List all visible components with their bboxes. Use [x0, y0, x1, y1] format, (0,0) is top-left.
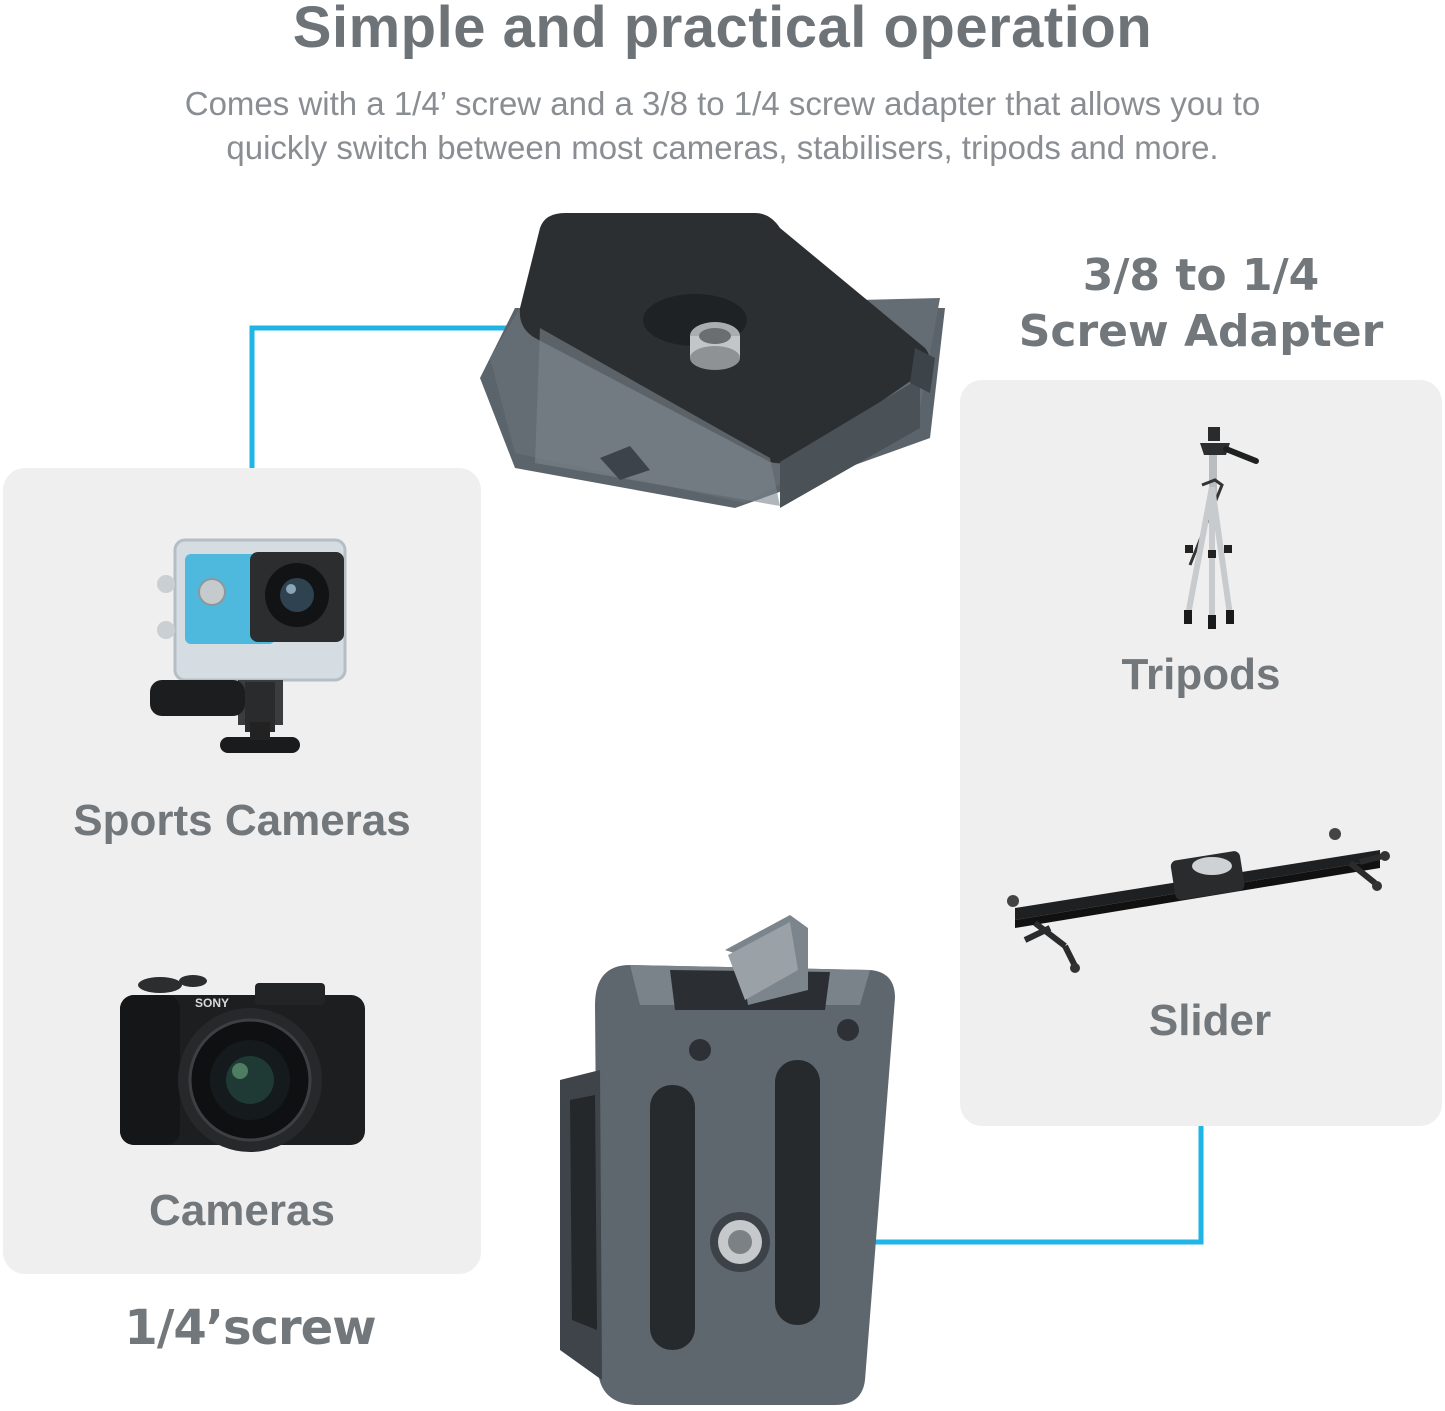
subtitle-line-2: quickly switch between most cameras, sta…: [226, 129, 1219, 166]
tripod-image: [1184, 427, 1259, 629]
page-title: Simple and practical operation: [292, 0, 1153, 60]
mirrorless-camera-image: SONY: [120, 975, 365, 1152]
screw-adapter-heading-line-1: 3/8 to 1/4: [1082, 250, 1320, 301]
camera-slider-image: [1007, 828, 1390, 973]
screw-adapter-heading: 3/8 to 1/4 Screw Adapter: [960, 248, 1442, 360]
screw-adapter-heading-line-2: Screw Adapter: [1018, 306, 1384, 357]
slider-label: Slider: [1148, 996, 1272, 1045]
quick-release-plate-image: [480, 213, 945, 508]
sports-camera-image: [150, 538, 347, 753]
right-device-panel: [960, 380, 1442, 1126]
subtitle-line-1: Comes with a 1/4’ screw and a 3/8 to 1/4…: [184, 85, 1261, 122]
page-subtitle: Comes with a 1/4’ screw and a 3/8 to 1/4…: [0, 82, 1445, 170]
connector-line-right: [760, 1126, 1204, 1245]
quarter-inch-screw-caption: 1/4’screw: [124, 1300, 376, 1356]
tripods-label: Tripods: [1121, 650, 1281, 699]
quick-release-clamp-image: [560, 915, 895, 1405]
camera-brand-label: SONY: [195, 996, 229, 1010]
cameras-label: Cameras: [149, 1186, 335, 1235]
sports-cameras-label: Sports Cameras: [73, 796, 411, 845]
